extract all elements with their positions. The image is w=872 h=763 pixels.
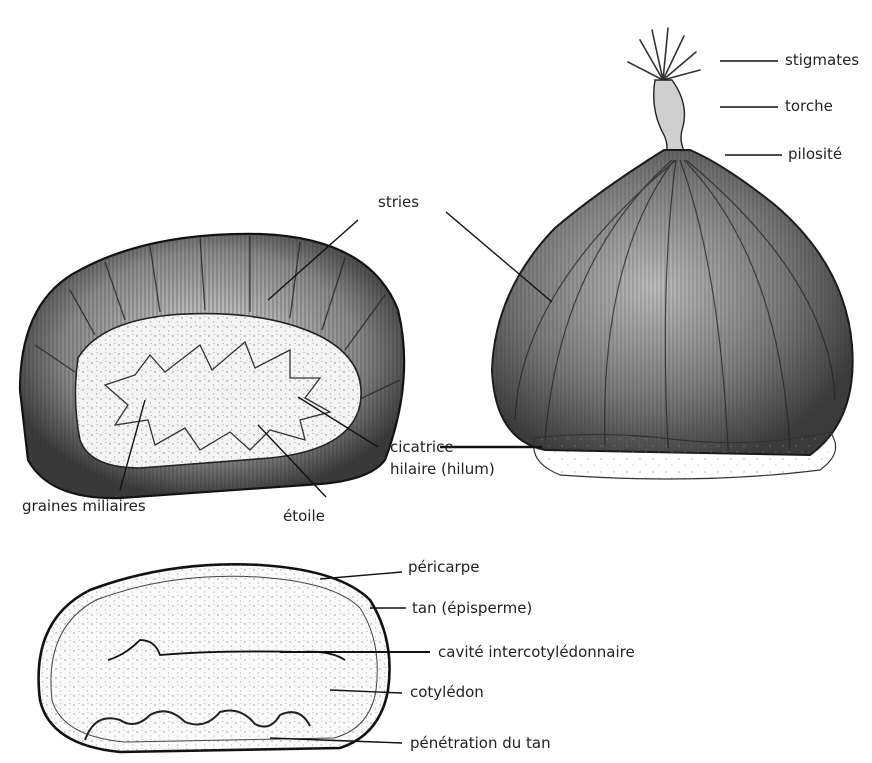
label-stigmates: stigmates xyxy=(785,50,859,70)
label-cicatrice-line2: hilaire (hilum) xyxy=(390,459,495,479)
label-cotyledon: cotylédon xyxy=(410,682,484,702)
label-torche: torche xyxy=(785,96,833,116)
label-graines-miliaires: graines miliaires xyxy=(22,496,146,516)
label-pericarpe: péricarpe xyxy=(408,557,479,577)
label-cavite: cavité intercotylédonnaire xyxy=(438,642,635,662)
stigmates-tuft xyxy=(628,28,700,80)
label-penetration: pénétration du tan xyxy=(410,733,551,753)
label-pilosite: pilosité xyxy=(788,144,842,164)
label-etoile: étoile xyxy=(283,506,325,526)
label-stries: stries xyxy=(378,192,419,212)
torche-stem xyxy=(654,80,690,160)
leader-pericarpe xyxy=(320,572,402,579)
label-tan: tan (épisperme) xyxy=(412,598,532,618)
chestnut-cross-section xyxy=(20,234,404,498)
chestnut-longitudinal-section xyxy=(39,564,390,752)
label-cicatrice-line1: cicatrice xyxy=(390,437,454,457)
